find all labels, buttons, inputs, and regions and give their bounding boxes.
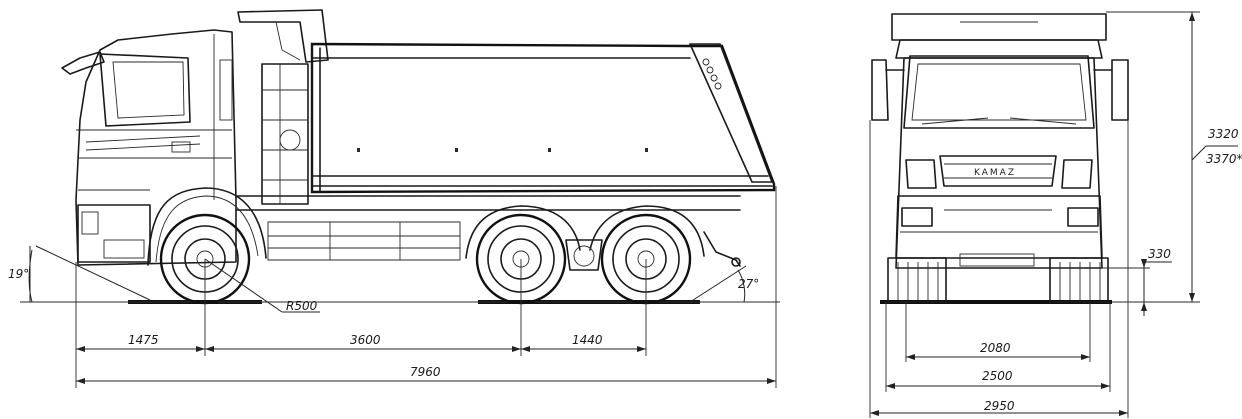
- front-view: KAMAZ 3320 3370*: [869, 11, 1242, 418]
- rear-fender-1: [465, 205, 581, 259]
- front-view-bumper: [895, 195, 1103, 259]
- left-headlight: [905, 159, 937, 189]
- wheelbase-label: 3600: [350, 333, 381, 347]
- track-width-label: 2080: [980, 341, 1011, 355]
- front-fender: [147, 187, 267, 266]
- right-mirror: [1111, 59, 1129, 121]
- side-view: 19° 27° R500 1475 3600 1440: [8, 9, 780, 388]
- departure-angle-label: 27°: [738, 277, 759, 291]
- dimension-row-length: [76, 378, 776, 384]
- right-front-tire: [1049, 257, 1109, 303]
- side-mirror: [61, 51, 105, 75]
- radius-leader: [204, 258, 283, 313]
- approach-angle: [28, 245, 151, 303]
- departure-angle: [689, 265, 747, 303]
- front-bumper: [77, 204, 151, 263]
- overall-length-label: 7960: [410, 365, 441, 379]
- bogie-suspension: [565, 239, 603, 271]
- chassis-frame: [235, 195, 741, 267]
- left-front-tire: [887, 257, 947, 303]
- dimension-row-axles: [76, 346, 646, 352]
- front-overhang-label: 1475: [128, 333, 159, 347]
- tow-hitch: [703, 231, 741, 267]
- front-cab: [895, 57, 1103, 269]
- door-handle: [171, 141, 191, 153]
- approach-angle-label: 19°: [8, 267, 29, 281]
- right-headlight: [1061, 159, 1093, 189]
- grille-logo: KAMAZ: [974, 168, 1016, 178]
- windshield: [903, 55, 1095, 129]
- left-foglight: [901, 207, 933, 227]
- height-label: 3320: [1208, 127, 1239, 141]
- air-intake-tower: [237, 9, 329, 205]
- dump-body: [310, 42, 776, 194]
- body-width-label: 2500: [982, 369, 1013, 383]
- left-mirror: [871, 59, 889, 121]
- fuel-tank: [267, 221, 461, 261]
- cab-window: [99, 53, 191, 127]
- grille: [939, 155, 1057, 187]
- rear-bogie-label: 1440: [572, 333, 603, 347]
- rear-fender-2: [589, 205, 705, 257]
- license-plate: [959, 253, 1035, 267]
- ground-clearance-label: 330: [1148, 247, 1171, 261]
- mirror-width-label: 2950: [984, 399, 1015, 413]
- body-rear-gate: [689, 43, 773, 183]
- right-foglight: [1067, 207, 1099, 227]
- front-body-top: [891, 13, 1107, 41]
- height-alt-label: 3370*: [1206, 152, 1242, 166]
- turning-radius-label: R500: [286, 299, 318, 313]
- cab: [61, 29, 237, 266]
